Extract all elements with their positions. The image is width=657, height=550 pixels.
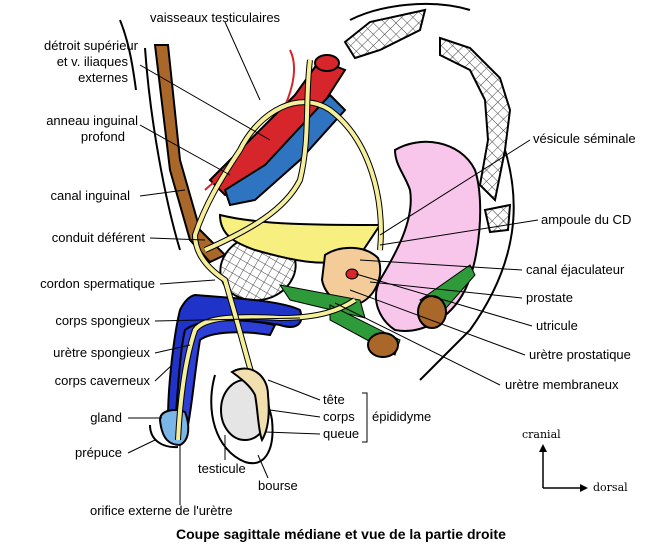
label-corps: corps <box>323 409 355 424</box>
label-vaisseaux: vaisseaux testiculaires <box>150 10 281 25</box>
label-prepuce: prépuce <box>75 445 122 460</box>
label-cordon: cordon spermatique <box>40 276 155 291</box>
label-bourse: bourse <box>258 478 298 493</box>
label-uretre-memb: urètre membraneux <box>505 377 619 392</box>
urethra <box>175 297 357 441</box>
label-detroit-1: détroit supérieur <box>44 38 139 53</box>
label-cranial: cranial <box>522 428 561 441</box>
label-detroit-2: et v. iliaques <box>57 54 129 69</box>
iliac-vessels <box>208 54 347 207</box>
caption: Coupe sagittale médiane et vue de la par… <box>176 526 506 542</box>
vas-deferens <box>191 59 384 386</box>
label-testicule: testicule <box>198 461 246 476</box>
label-uretre-spongieux: urètre spongieux <box>53 345 150 360</box>
label-orifice: orifice externe de l'urètre <box>90 503 233 518</box>
label-detroit-3: externes <box>78 70 128 85</box>
label-anneau-2: profond <box>81 129 125 144</box>
dorsal-arrow-icon <box>580 484 588 492</box>
abdominal-wall <box>119 19 227 264</box>
label-corps-spongieux: corps spongieux <box>55 313 150 328</box>
epididymis <box>230 367 270 443</box>
label-queue: queue <box>323 426 359 441</box>
label-prostate: prostate <box>526 290 573 305</box>
label-corps-caverneux: corps caverneux <box>55 373 151 388</box>
label-uretre-prost: urètre prostatique <box>529 347 631 362</box>
label-tete: tête <box>323 392 345 407</box>
orientation-axes <box>539 444 588 492</box>
bulbourethral-gland <box>367 332 399 358</box>
label-canal-inguinal: canal inguinal <box>50 188 130 203</box>
label-canal-ejac: canal éjaculateur <box>526 262 625 277</box>
label-anneau-1: anneau inguinal <box>46 113 138 128</box>
label-utricule: utricule <box>536 318 578 333</box>
label-gland: gland <box>90 410 122 425</box>
label-dorsal: dorsal <box>593 481 628 494</box>
utricle <box>345 268 359 280</box>
label-epididyme: épididyme <box>372 409 431 424</box>
anal-gland <box>417 295 447 329</box>
label-ampoule: ampoule du CD <box>541 212 631 227</box>
label-conduit: conduit déférent <box>52 230 146 245</box>
scrotum <box>210 367 274 465</box>
epididymis-bracket <box>362 392 368 443</box>
leader-lines <box>127 21 539 505</box>
label-vesicule: vésicule séminale <box>533 131 636 146</box>
cranial-arrow-icon <box>539 444 547 452</box>
